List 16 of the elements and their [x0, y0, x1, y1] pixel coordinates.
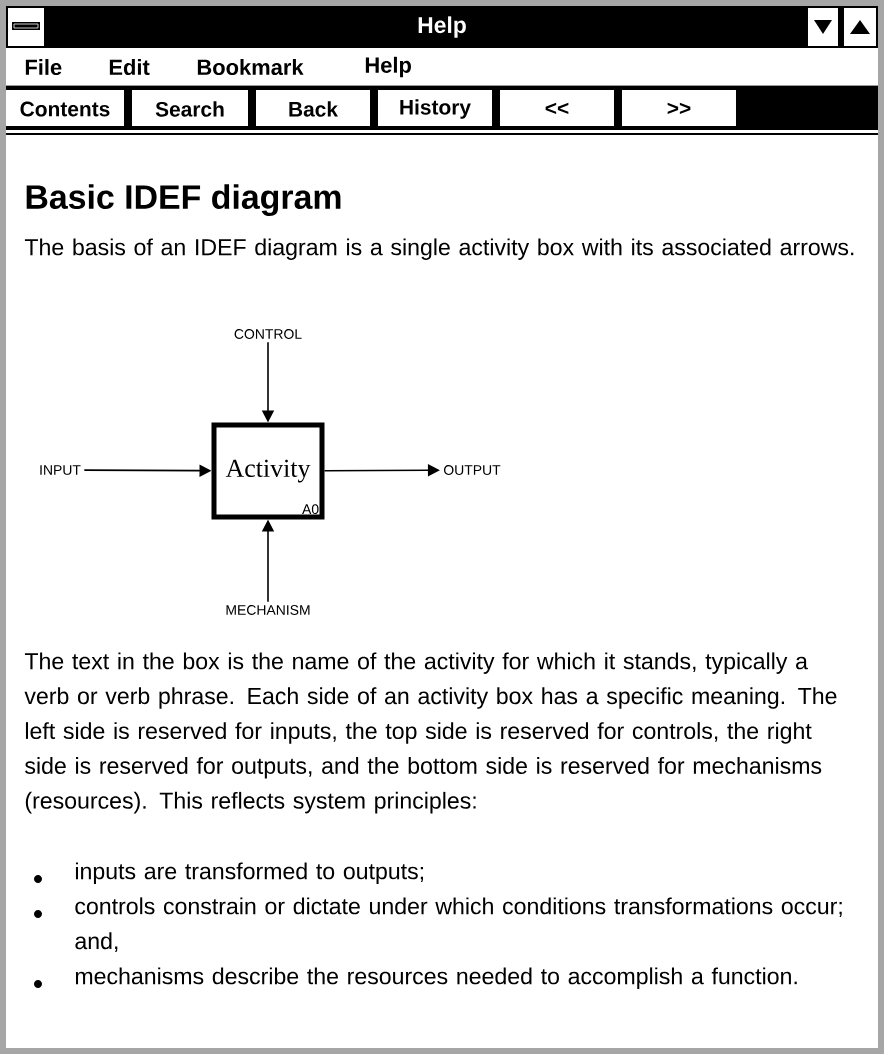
title-bar: Help: [6, 6, 878, 48]
bullet-item: mechanisms describe the resources needed to accomplish a function.: [34, 967, 797, 989]
menu-item: Edit: [109, 58, 150, 76]
paragraph: The text in the box is the name of the activity for which it stands, typically a verb or verb phrase. Each side of an activity box has a specific meaning. The left side is reserved for inputs, the top side is reserved for controls, the right side is reserved for outputs, and the bottom side is reserved for mechanisms (resources). This reflects system principles:: [24, 652, 837, 814]
menu-item: Help: [365, 56, 411, 78]
toolbar-button: Contents: [6, 90, 124, 126]
toolbar-button: >>: [622, 90, 736, 126]
toolbar-button: <<: [500, 90, 614, 126]
toolbar-button: Search: [132, 90, 248, 126]
menu-item: File: [25, 58, 62, 76]
bullet-item: inputs are transformed to outputs;: [34, 862, 423, 884]
heading: Basic IDEF diagram: [26, 184, 341, 216]
toolbar-button: Back: [256, 90, 370, 126]
paragraph: The basis of an IDEF diagram is a single activity box with its associated arrows.: [24, 238, 854, 260]
menu-item: Bookmark: [197, 58, 304, 76]
toolbar-button: History: [378, 90, 492, 126]
